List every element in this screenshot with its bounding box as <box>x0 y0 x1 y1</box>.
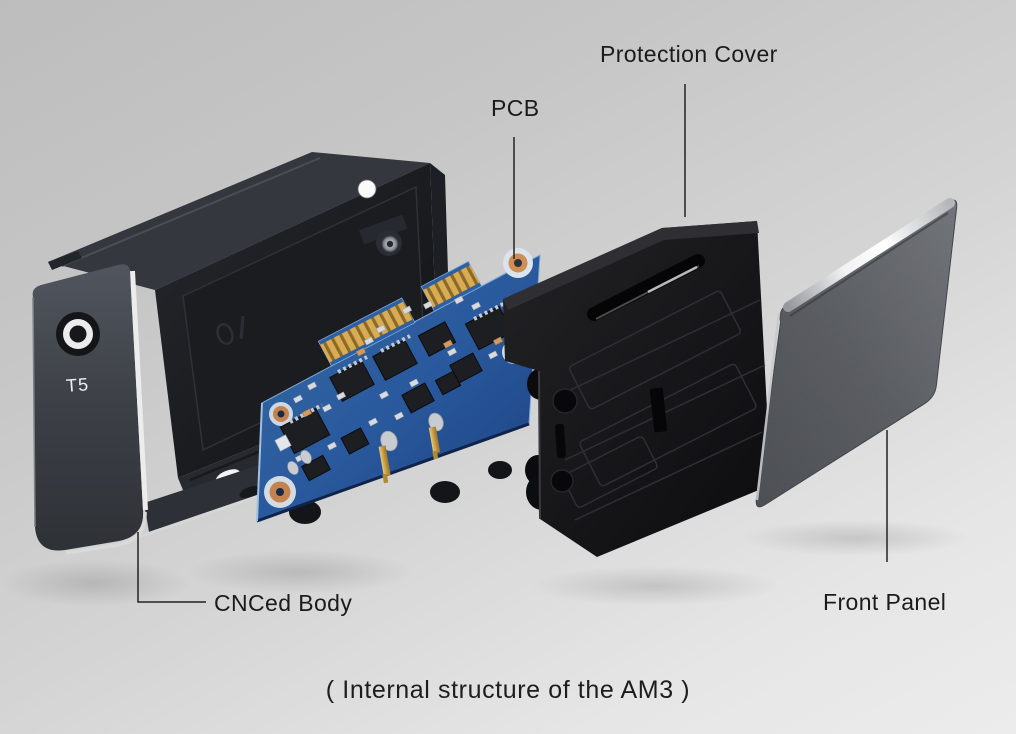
body-top-flange <box>48 152 430 290</box>
pcb-illustration <box>256 248 545 524</box>
leader-lines <box>137 84 888 603</box>
cover-recess-lines <box>559 290 766 521</box>
gold-edge-connector <box>317 260 483 367</box>
label-pcb: PCB <box>491 95 540 121</box>
label-cnced-body: CNCed Body <box>214 590 353 616</box>
caption: ( Internal structure of the AM3 ) <box>325 676 691 704</box>
body-front-face <box>32 264 144 551</box>
label-front-panel: Front Panel <box>823 589 947 615</box>
cover-plate <box>503 221 771 557</box>
passive-components <box>274 295 504 475</box>
torx-marking-text: T5 <box>65 374 89 396</box>
standoff-pins <box>378 412 444 484</box>
body-screw-hole <box>357 179 377 199</box>
soft-shadows <box>0 520 970 607</box>
front-panel-illustration <box>755 198 958 508</box>
cover-holes <box>550 387 668 493</box>
screw-boss <box>358 214 408 256</box>
headphone-jack-hole <box>56 312 100 356</box>
label-protection-cover: Protection Cover <box>600 41 778 67</box>
protection-cover-illustration <box>503 221 771 557</box>
panel-silver-edge <box>783 198 955 312</box>
cover-slot <box>587 254 705 321</box>
cnced-body-leader-line <box>137 532 206 603</box>
ic-chips <box>279 305 514 482</box>
